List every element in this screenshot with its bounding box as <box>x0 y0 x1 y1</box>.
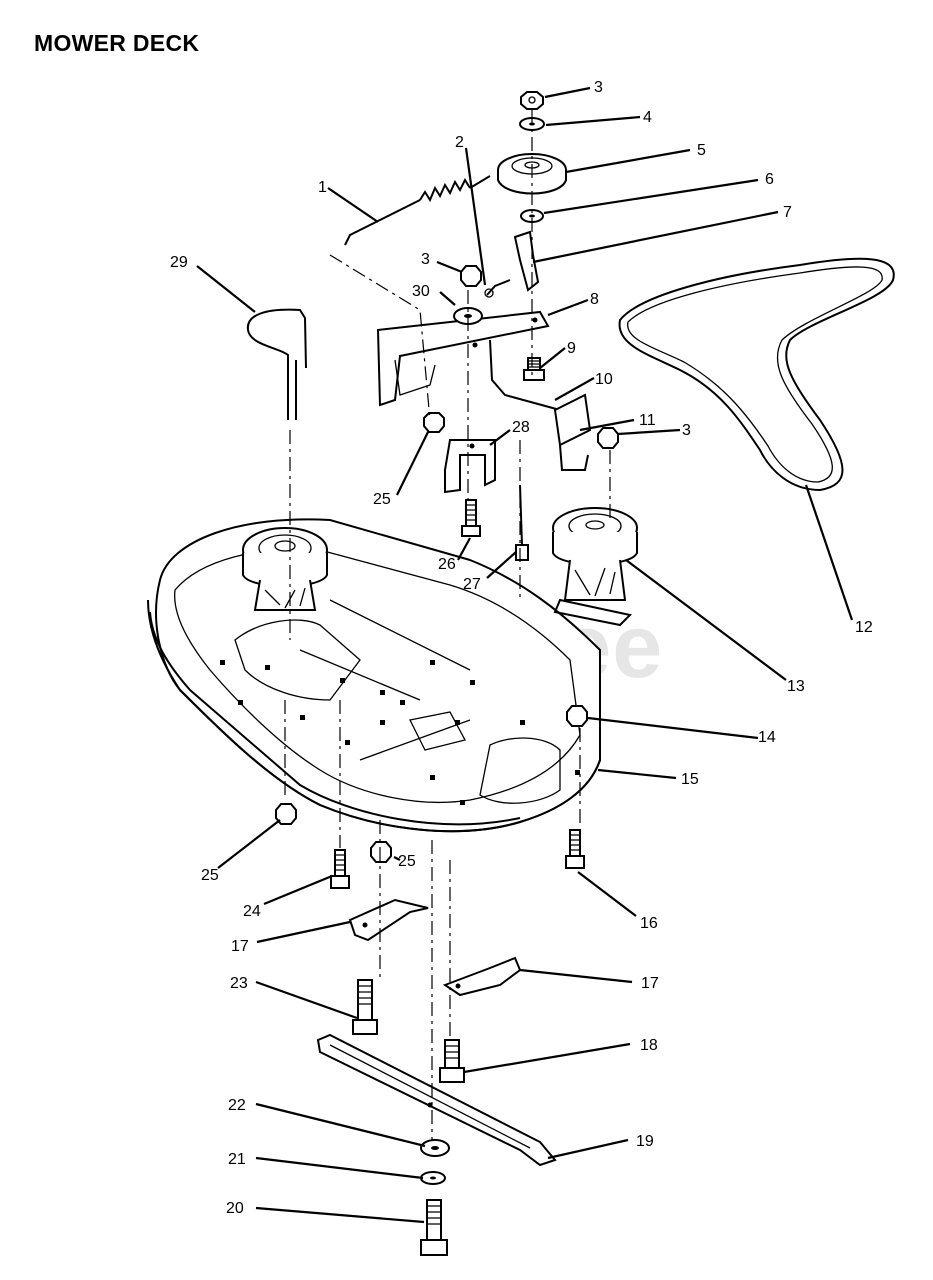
left-spindle-pulley <box>242 527 328 611</box>
nut-25-center-lower <box>370 841 392 863</box>
drive-belt <box>618 257 895 492</box>
callout-5: 5 <box>697 142 706 159</box>
tension-spring <box>344 175 491 246</box>
callout-4: 4 <box>643 109 652 126</box>
assembly-centerlines <box>284 110 611 1140</box>
callout-22: 22 <box>228 1097 246 1114</box>
callout-17-right: 17 <box>641 975 659 992</box>
callout-3-right: 3 <box>682 422 691 439</box>
bolt-24 <box>330 849 350 889</box>
rod-27 <box>515 484 529 561</box>
callout-7: 7 <box>783 204 792 221</box>
idler-pulley <box>497 153 567 195</box>
nut-3-left <box>460 265 482 287</box>
callout-29: 29 <box>170 254 188 271</box>
callout-26: 26 <box>438 556 456 573</box>
handle-29 <box>246 308 307 420</box>
belt-guide <box>553 393 592 471</box>
baffle-17-left <box>348 898 429 942</box>
callout-2: 2 <box>455 134 464 151</box>
callout-15: 15 <box>681 771 699 788</box>
callout-13: 13 <box>787 678 805 695</box>
nut-25-left-lower <box>275 803 297 825</box>
idler-arm-bracket <box>376 310 550 407</box>
callout-24: 24 <box>243 903 261 920</box>
bolt-26 <box>461 499 481 537</box>
baffle-17-right <box>442 956 522 997</box>
bolt-9 <box>523 357 545 381</box>
callout-17-left: 17 <box>231 938 249 955</box>
callout-12: 12 <box>855 619 873 636</box>
page-title: MOWER DECK <box>34 30 200 56</box>
callout-25-center: 25 <box>398 853 416 870</box>
callout-25-left: 25 <box>201 867 219 884</box>
callout-18: 18 <box>640 1037 658 1054</box>
right-spindle-pulley <box>552 507 638 627</box>
callout-labels: 3 4 5 6 7 2 1 29 3 30 8 9 10 11 3 28 25 … <box>170 79 873 1217</box>
callout-9: 9 <box>567 340 576 357</box>
callout-19: 19 <box>636 1133 654 1150</box>
hair-pin <box>484 279 511 298</box>
nut-25-upper <box>423 412 445 433</box>
bolt-18 <box>439 1039 465 1083</box>
callout-30: 30 <box>412 283 430 300</box>
leader-lines <box>196 86 854 1224</box>
blade-bolt-20 <box>420 1199 448 1256</box>
callout-6: 6 <box>765 171 774 188</box>
bolt-16 <box>565 829 585 869</box>
nut-3-right <box>597 427 619 449</box>
callout-20: 20 <box>226 1200 244 1217</box>
callout-27: 27 <box>463 576 481 593</box>
callout-23: 23 <box>230 975 248 992</box>
callout-11: 11 <box>639 412 656 429</box>
cutting-blade <box>316 1033 557 1167</box>
washer-21 <box>420 1171 446 1185</box>
deck-bracket-28 <box>444 439 496 494</box>
top-nut <box>520 91 544 110</box>
callout-21: 21 <box>228 1151 246 1168</box>
mower-deck-housing <box>147 518 601 833</box>
callout-3-left: 3 <box>421 251 430 268</box>
callout-16: 16 <box>640 915 658 932</box>
idler-rod <box>489 339 561 411</box>
callout-28: 28 <box>512 419 530 436</box>
bolt-23 <box>352 979 378 1035</box>
callout-8: 8 <box>590 291 599 308</box>
washer-22 <box>420 1139 450 1157</box>
callout-3: 3 <box>594 79 603 96</box>
nut-14 <box>566 705 588 727</box>
callout-1: 1 <box>318 179 327 196</box>
callout-10: 10 <box>595 371 613 388</box>
callout-14: 14 <box>758 729 776 746</box>
callout-25-upper: 25 <box>373 491 391 508</box>
